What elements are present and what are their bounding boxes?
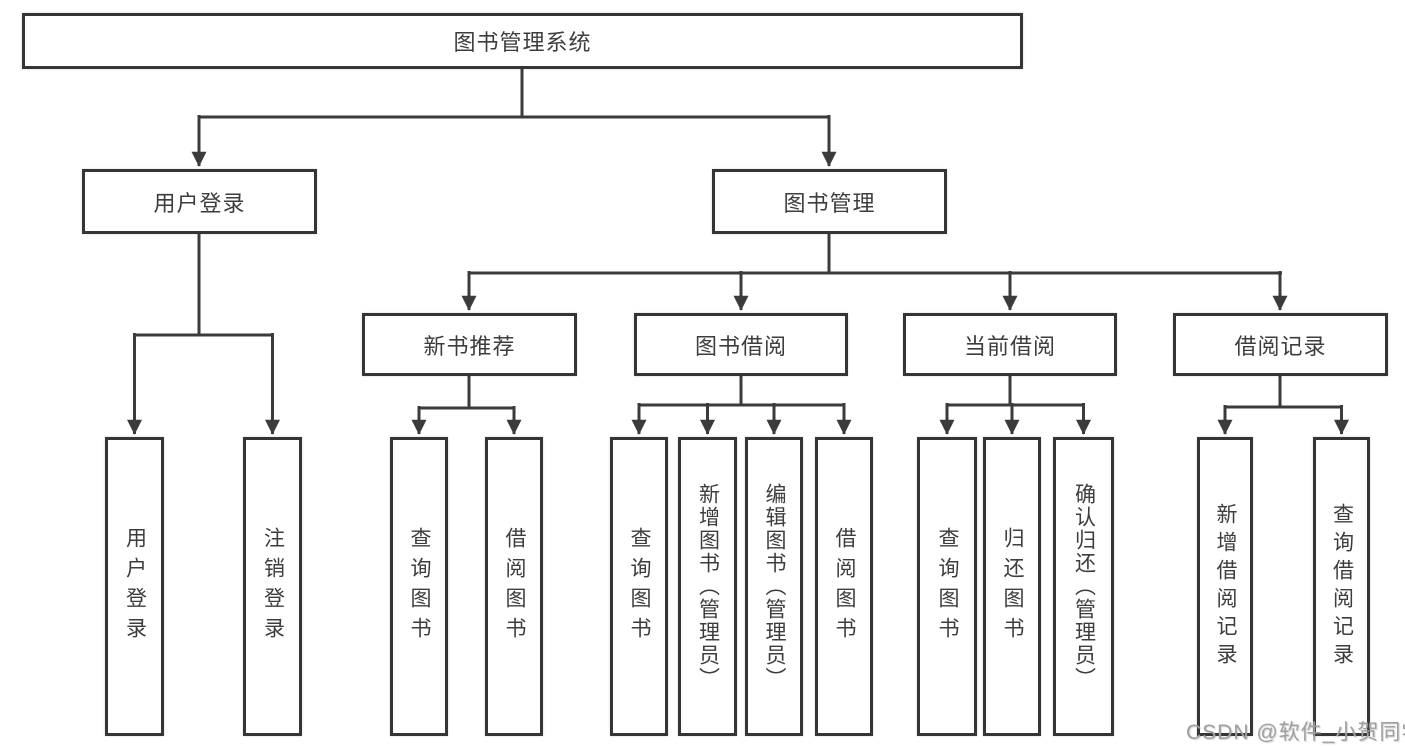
leaf-query-book-borrowing-label: 查询图书	[628, 526, 651, 647]
node-book-management: 图书管理	[712, 169, 947, 234]
csdn-watermark: CSDN @软件_小贺同学	[1186, 721, 1405, 744]
node-book-borrowing-label: 图书借阅	[694, 333, 787, 359]
leaf-borrow-book-label: 借阅图书	[833, 526, 856, 647]
node-library-system: 图书管理系统	[22, 13, 1023, 69]
leaf-borrow-book-recommend: 借阅图书	[485, 437, 543, 736]
leaf-logout-label: 注销登录	[261, 526, 285, 647]
node-book-borrowing: 图书借阅	[634, 313, 848, 376]
leaf-logout: 注销登录	[243, 437, 302, 736]
leaf-user-login: 用户登录	[105, 437, 164, 736]
leaf-query-borrow-record-label: 查询借阅记录	[1330, 502, 1354, 671]
node-current-borrowing: 当前借阅	[903, 313, 1117, 376]
node-user-login: 用户登录	[82, 169, 317, 234]
node-borrowing-records: 借阅记录	[1173, 313, 1388, 376]
leaf-user-login-label: 用户登录	[123, 526, 147, 647]
leaf-add-borrow-record: 新增借阅记录	[1197, 437, 1253, 736]
leaf-query-borrow-record: 查询借阅记录	[1313, 437, 1370, 736]
node-new-book-recommend-label: 新书推荐	[423, 333, 516, 359]
leaf-add-book-admin: 新增图书（管理员）	[678, 437, 737, 736]
node-new-book-recommend: 新书推荐	[362, 313, 577, 376]
leaf-borrow-book: 借阅图书	[815, 437, 873, 736]
node-borrowing-records-label: 借阅记录	[1234, 333, 1327, 359]
node-library-system-label: 图书管理系统	[453, 30, 592, 55]
leaf-query-book-current-label: 查询图书	[936, 526, 959, 647]
leaf-query-book-recommend-label: 查询图书	[408, 526, 431, 647]
leaf-borrow-book-recommend-label: 借阅图书	[503, 526, 526, 647]
leaf-query-book-current: 查询图书	[917, 437, 977, 736]
leaf-confirm-return-admin-label: 确认归还（管理员）	[1072, 483, 1096, 690]
leaf-add-book-admin-label: 新增图书（管理员）	[696, 483, 720, 690]
leaf-query-book-borrowing: 查询图书	[610, 437, 668, 736]
leaf-query-book-recommend: 查询图书	[390, 437, 448, 736]
node-user-login-label: 用户登录	[153, 190, 246, 216]
node-book-management-label: 图书管理	[783, 190, 876, 216]
leaf-return-book: 归还图书	[983, 437, 1041, 736]
leaf-edit-book-admin-label: 编辑图书（管理员）	[763, 483, 786, 690]
leaf-add-borrow-record-label: 新增借阅记录	[1214, 502, 1237, 671]
leaf-edit-book-admin: 编辑图书（管理员）	[745, 437, 803, 736]
node-current-borrowing-label: 当前借阅	[963, 333, 1056, 359]
leaf-confirm-return-admin: 确认归还（管理员）	[1053, 437, 1114, 736]
leaf-return-book-label: 归还图书	[1001, 526, 1024, 647]
